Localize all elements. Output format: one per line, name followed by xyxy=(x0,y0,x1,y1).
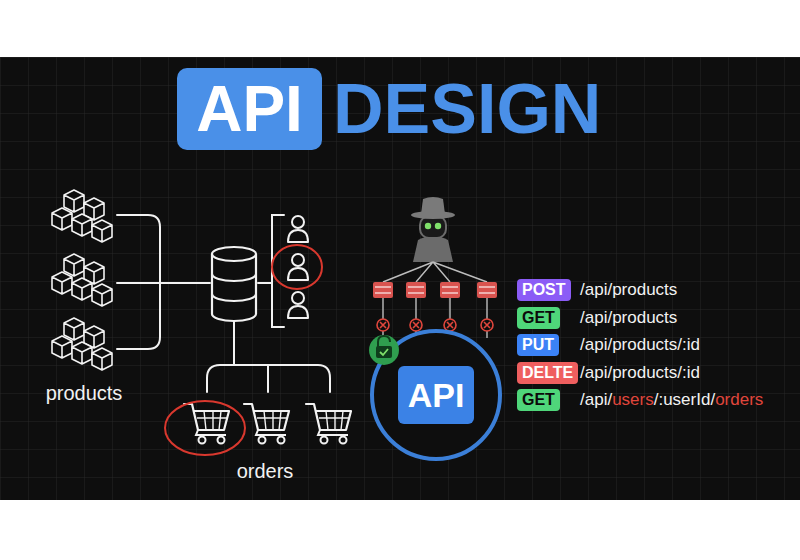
method-badge: DELTE xyxy=(517,362,578,384)
database-icon xyxy=(212,247,256,261)
endpoint-path-resource: orders xyxy=(715,390,763,410)
method-badge: GET xyxy=(517,307,560,329)
circle-ring xyxy=(372,331,500,459)
cart-icons xyxy=(184,404,229,444)
grid xyxy=(0,57,800,500)
user-icons xyxy=(288,254,308,280)
method-badge: GET xyxy=(517,389,560,411)
method-name: POST xyxy=(522,281,566,299)
panel-ground xyxy=(0,57,800,500)
red-circle-mark xyxy=(165,401,245,455)
cart-icons xyxy=(306,404,351,444)
wires xyxy=(233,322,235,365)
lock-icon xyxy=(378,336,390,347)
cart-icons xyxy=(184,404,351,444)
database-icon xyxy=(212,274,256,301)
title-box: API xyxy=(177,68,322,150)
method-name: GET xyxy=(522,391,555,409)
title-word: DESIGN xyxy=(333,67,601,151)
api-circle: API xyxy=(369,328,503,462)
endpoint-path: /api/products xyxy=(580,308,677,328)
database-icon xyxy=(212,247,256,321)
method-badge: PUT xyxy=(517,334,559,356)
blocked-marks xyxy=(481,319,493,331)
hacker-figure xyxy=(421,197,445,214)
hacker-figure xyxy=(435,223,441,229)
attack-lines xyxy=(383,262,487,282)
blocked-marks xyxy=(377,319,389,331)
product-boxes xyxy=(52,318,112,370)
hacker-figure xyxy=(425,223,431,229)
product-boxes xyxy=(52,190,112,242)
hacker-figure xyxy=(411,197,455,262)
database-icon xyxy=(212,254,256,321)
method-badge: POST xyxy=(517,279,571,301)
server-icons xyxy=(477,282,497,298)
api-label: API xyxy=(398,366,475,424)
wires xyxy=(272,215,284,327)
endpoint-path-part: /:userId/ xyxy=(654,390,715,410)
endpoint-path: /api/products/:id xyxy=(580,335,700,355)
method-name: PUT xyxy=(522,336,554,354)
blocked-marks xyxy=(410,319,422,331)
server-icons xyxy=(373,282,393,298)
red-circle-mark xyxy=(272,245,322,289)
method-name: DELTE xyxy=(522,364,573,382)
endpoint-path: /api/products xyxy=(580,280,677,300)
wires xyxy=(117,215,330,392)
endpoint-path-part: /api/ xyxy=(580,390,612,410)
product-boxes xyxy=(52,190,112,370)
attack-lines xyxy=(383,262,487,338)
wires xyxy=(117,282,210,284)
user-icons xyxy=(288,292,308,318)
wires xyxy=(258,282,272,284)
endpoint-path-resource: users xyxy=(612,390,654,410)
endpoint-path-row: /api/users/:userId/orders xyxy=(580,390,763,410)
group-label: products xyxy=(46,381,123,405)
cart-icons xyxy=(244,404,289,444)
product-boxes xyxy=(52,254,112,306)
endpoint-path: /api/products/:id xyxy=(580,363,700,383)
server-icons xyxy=(373,282,497,298)
hacker-figure xyxy=(413,236,453,262)
server-icons xyxy=(440,282,460,298)
wires xyxy=(207,365,330,392)
title-box-text: API xyxy=(196,77,303,141)
user-icons xyxy=(288,216,308,318)
method-name: GET xyxy=(522,309,555,327)
server-icons xyxy=(406,282,426,298)
wires xyxy=(117,215,160,283)
wires xyxy=(117,283,160,349)
user-icons xyxy=(288,216,308,242)
blocked-marks xyxy=(444,319,456,331)
attack-lines xyxy=(383,298,487,319)
group-label: orders xyxy=(237,459,294,483)
hacker-figure xyxy=(420,216,446,238)
wires xyxy=(267,365,269,392)
